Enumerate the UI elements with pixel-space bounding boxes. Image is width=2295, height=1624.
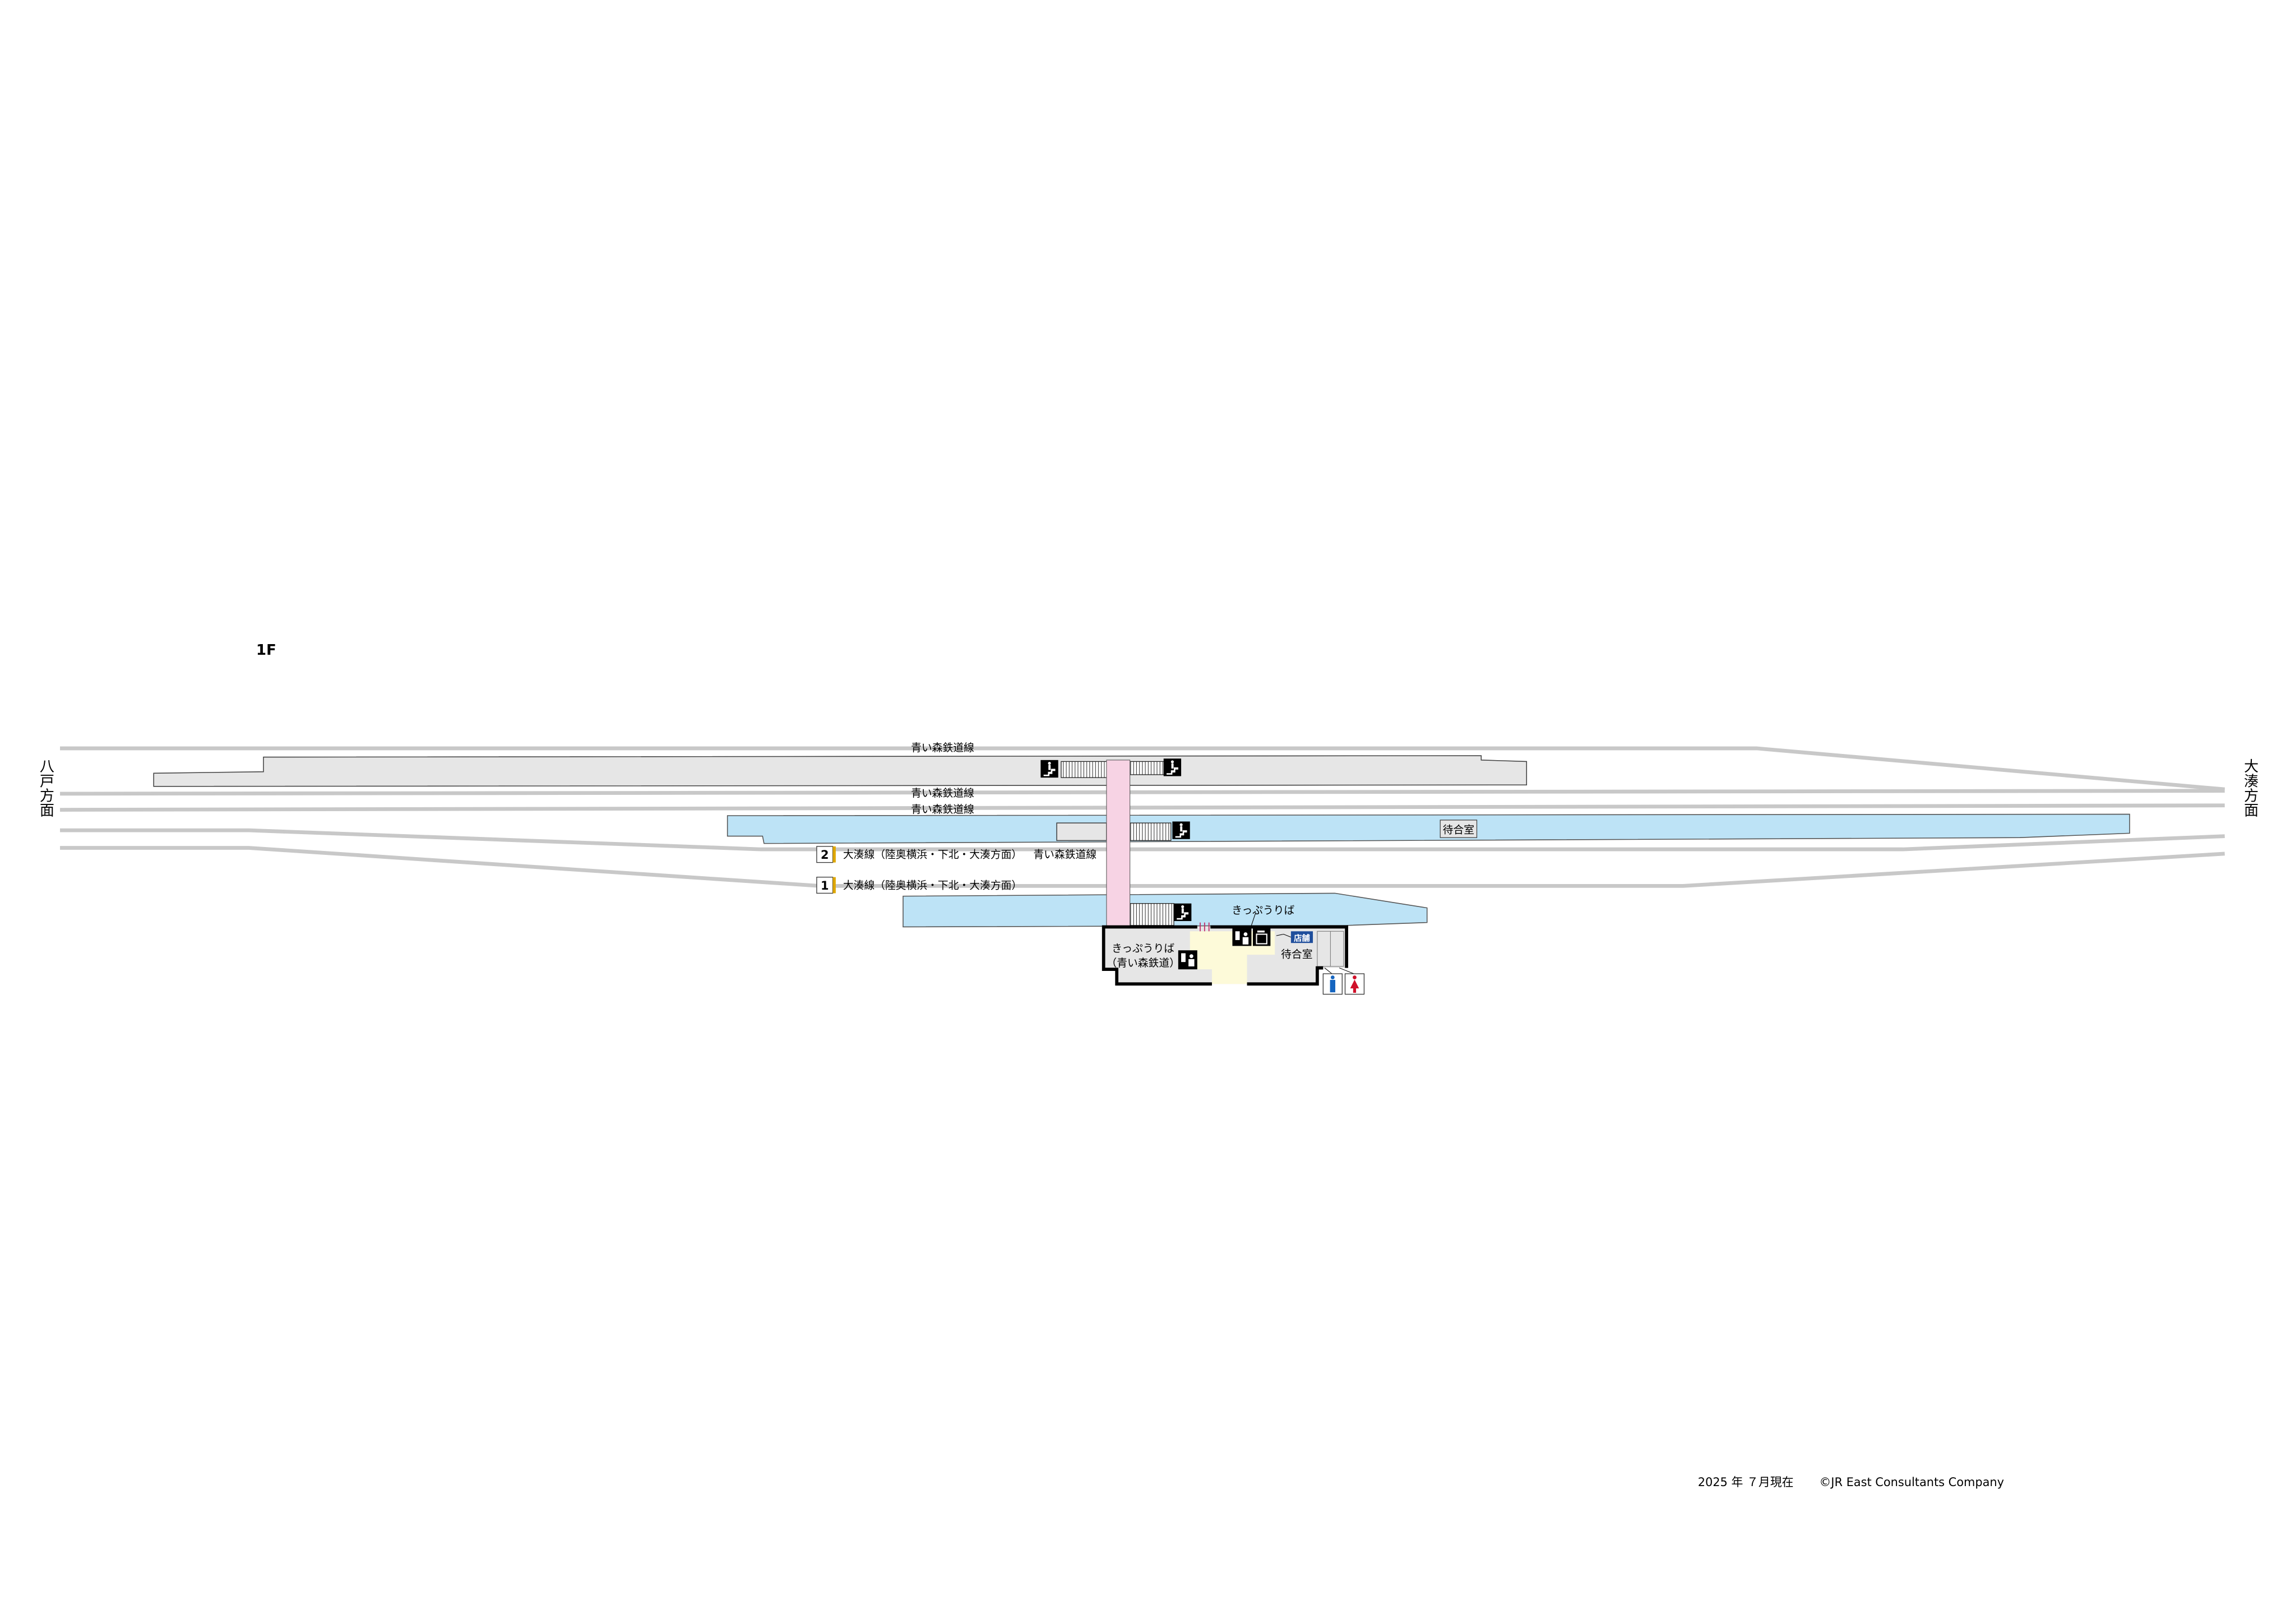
leader-line [1251,912,1256,926]
aoimori-ticket-office-sub: （青い森鉄道） [1106,957,1179,969]
track-4 [60,828,2225,852]
waiting-room-platform [1440,820,1478,838]
footer-copyright: ©JR East Consultants Company [1819,1475,2004,1489]
direction-left: 八戸方面 [37,758,54,817]
leader-line [1276,933,1292,938]
track-3 [60,803,2225,812]
aoimori-ticket-office-label: きっぷうりば [1112,942,1174,955]
escalator-icon [1040,760,1058,778]
shop-badge [1290,931,1313,943]
platform-number-2 [816,846,834,863]
track-label-2: 青い森鉄道線 [911,787,974,799]
direction-right: 大湊方面 [2241,758,2259,817]
escalator-middle [1130,822,1172,841]
shop-label: 店舗 [1294,933,1310,943]
toilet-women-icon[interactable] [1344,973,1365,995]
footer-date: 2025 年 ７月現在 [1698,1475,1794,1489]
platform-number-2-text: 2 [821,848,829,862]
waiting-room-platform-label: 待合室 [1443,823,1474,836]
waiting-room-station-label: 待合室 [1281,948,1312,960]
platform-2-extra: 青い森鉄道線 [1033,849,1096,861]
platform-number-1 [816,877,834,894]
stair-box [1056,822,1107,841]
platform-top [153,755,1528,787]
footbridge [1106,760,1131,927]
ticket-machine-icon [1232,928,1252,946]
toilet-men-icon[interactable] [1322,973,1343,995]
track-2 [60,789,2225,796]
escalator-icon [1172,821,1190,839]
escalator-top-right [1130,761,1165,775]
ticket-machine-icon [1178,950,1197,970]
track-5 [60,846,2225,888]
platform-2 [727,813,2130,844]
escalator-icon [1163,758,1182,776]
escalator-top-left [1061,761,1109,778]
platform-1-line: 大湊線（陸奥横浜・下北・大湊方面） [843,880,1022,892]
platform-number-1-text: 1 [821,879,829,892]
track-top [60,746,2225,792]
track-label-top: 青い森鉄道線 [911,742,974,754]
track-label-3: 青い森鉄道線 [911,803,974,816]
floor-label: 1F [256,642,276,659]
escalator-bottom [1130,903,1174,926]
ticket-office-label: きっぷうりば [1232,904,1294,917]
locker-icon [1252,928,1271,946]
escalator-icon [1173,903,1192,922]
platform-2-line: 大湊線（陸奥横浜・下北・大湊方面） [843,849,1022,861]
